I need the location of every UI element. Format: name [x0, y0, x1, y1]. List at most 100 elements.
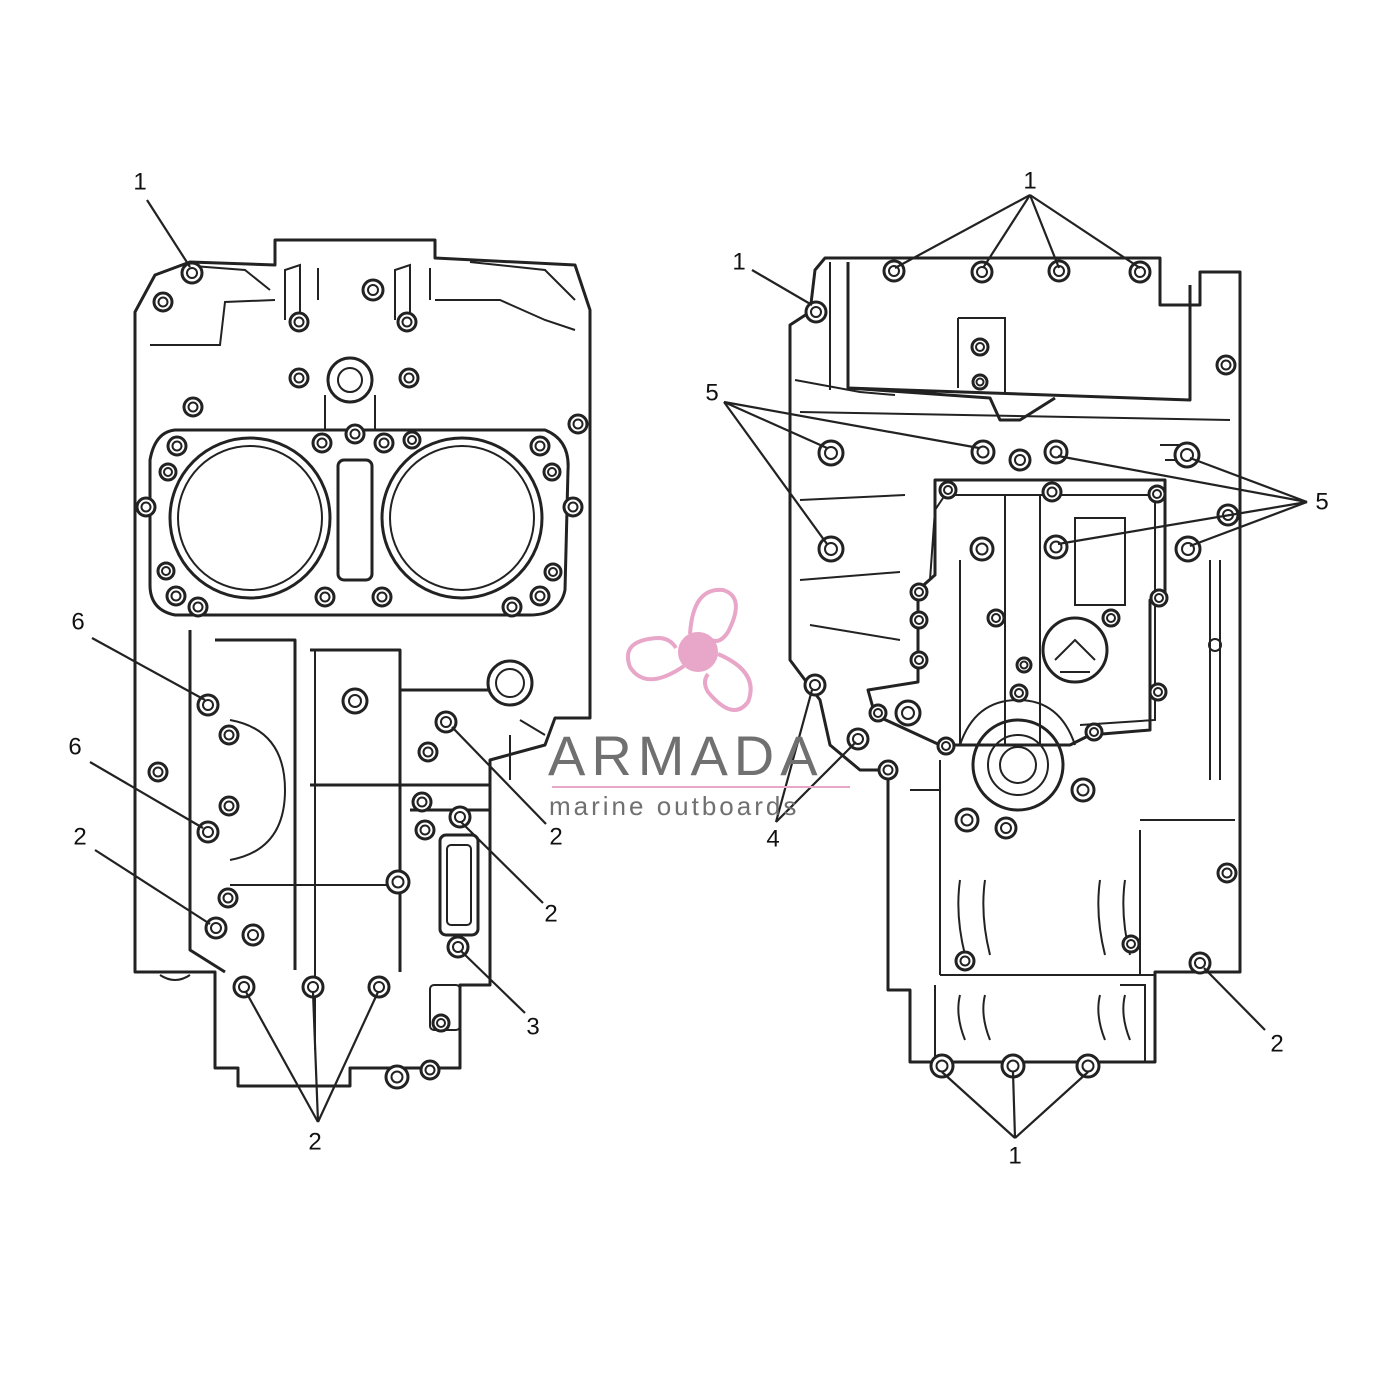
- bolt-hole: [1009, 683, 1029, 703]
- leader-line: [1057, 500, 1308, 546]
- leader-line: [311, 991, 320, 1123]
- bolt-hole: [938, 480, 958, 500]
- callout-right-1-bottom: 1: [1008, 1142, 1021, 1169]
- left-lower-frame: [188, 630, 490, 974]
- bolt-hole: [1047, 259, 1071, 283]
- bolt-hole: [411, 791, 433, 813]
- bolt-hole: [936, 736, 956, 756]
- bolt-hole: [1215, 354, 1237, 376]
- bolt-hole: [1174, 535, 1202, 563]
- bolt-hole: [954, 807, 980, 833]
- bolt-hole: [180, 261, 204, 285]
- bolt-hole: [1084, 722, 1104, 742]
- leader-line: [1057, 454, 1308, 504]
- bolt-hole: [970, 439, 996, 465]
- leader-line: [1014, 1071, 1089, 1139]
- bolt-hole: [135, 496, 157, 518]
- bolt-hole: [894, 699, 922, 727]
- leader-line: [723, 400, 828, 450]
- bolt-hole: [1173, 441, 1201, 469]
- bolt-hole: [1188, 951, 1212, 975]
- bolt-hole: [868, 703, 888, 723]
- bolt-hole: [158, 462, 178, 482]
- right-crankcase-half: [788, 256, 1242, 1064]
- right-case-outline: [788, 256, 1242, 1064]
- bolt-hole: [1043, 534, 1069, 560]
- logo-brand: ARMADA: [548, 724, 824, 787]
- callout-right-5-left: 5: [705, 379, 718, 406]
- bolt-hole: [1121, 934, 1141, 954]
- bolt-hole: [1149, 588, 1169, 608]
- right-crank-bore: [971, 718, 1065, 812]
- leader-line: [1029, 194, 1141, 269]
- bolt-hole: [152, 291, 174, 313]
- bolt-hole: [373, 432, 395, 454]
- bolt-hole: [182, 396, 204, 418]
- leader-line: [1028, 194, 1061, 269]
- callout-left-3: 3: [526, 1013, 539, 1040]
- bolt-hole: [1043, 439, 1069, 465]
- bolt-hole: [994, 816, 1018, 840]
- bolt-hole: [529, 585, 551, 607]
- left-sight-window: [438, 833, 480, 937]
- leader-line: [460, 950, 526, 1014]
- bolt-hole: [288, 311, 310, 333]
- bolt-hole: [817, 535, 845, 563]
- bolt-hole: [501, 596, 523, 618]
- left-center-slot: [336, 458, 374, 582]
- bolt-hole: [817, 439, 845, 467]
- bolt-hole: [954, 950, 976, 972]
- bolt-hole: [165, 585, 187, 607]
- bolt-hole: [166, 435, 188, 457]
- leader-line: [245, 991, 319, 1123]
- logo-tagline: marine outboards: [549, 791, 799, 821]
- bolt-hole: [1075, 1053, 1101, 1079]
- bolt-hole: [187, 596, 209, 618]
- bolt-hole: [398, 367, 420, 389]
- bolt-hole: [803, 673, 827, 697]
- bolt-hole: [204, 916, 228, 940]
- leader-line: [723, 400, 980, 450]
- armada-logo: ARMADA marine outboards: [548, 587, 850, 821]
- bolt-hole: [1015, 656, 1033, 674]
- bolt-hole: [909, 582, 929, 602]
- bolt-hole: [1148, 682, 1168, 702]
- bolt-hole: [414, 819, 436, 841]
- leader-line: [89, 761, 204, 829]
- bolt-hole: [1070, 777, 1096, 803]
- bolt-hole: [311, 432, 333, 454]
- bolt-hole: [419, 1059, 441, 1081]
- bolt-hole: [417, 741, 439, 763]
- bolt-hole: [1216, 862, 1238, 884]
- bolt-hole: [232, 975, 256, 999]
- bolt-hole: [1147, 484, 1167, 504]
- callout-right-2: 2: [1270, 1030, 1283, 1057]
- bolt-hole: [909, 650, 929, 670]
- leader-line: [451, 726, 547, 825]
- leader-line: [751, 269, 813, 306]
- callout-right-1-top: 1: [1023, 167, 1036, 194]
- bolt-hole: [970, 260, 994, 284]
- bolt-hole: [361, 278, 385, 302]
- bolt-hole: [929, 1053, 955, 1079]
- bolt-hole: [367, 975, 391, 999]
- bolt-hole: [344, 423, 366, 445]
- callout-left-6a: 6: [71, 608, 84, 635]
- leader-line: [1189, 456, 1308, 504]
- bolt-hole: [1041, 481, 1063, 503]
- bolt-hole: [804, 300, 828, 324]
- leader-line: [774, 689, 814, 823]
- left-case-upper-frame: [150, 299, 576, 346]
- callout-left-2c: 2: [544, 900, 557, 927]
- callout-right-4: 4: [766, 825, 779, 852]
- left-cylinder-bore-1: [168, 436, 332, 600]
- bolt-hole: [241, 923, 265, 947]
- callout-left-1: 1: [133, 168, 146, 195]
- bolt-hole: [567, 413, 589, 435]
- left-cylinder-bore-2: [380, 436, 544, 600]
- bolt-hole: [448, 805, 472, 829]
- leader-line: [94, 849, 211, 925]
- bolt-hole: [196, 820, 220, 844]
- propeller-icon: [626, 587, 753, 712]
